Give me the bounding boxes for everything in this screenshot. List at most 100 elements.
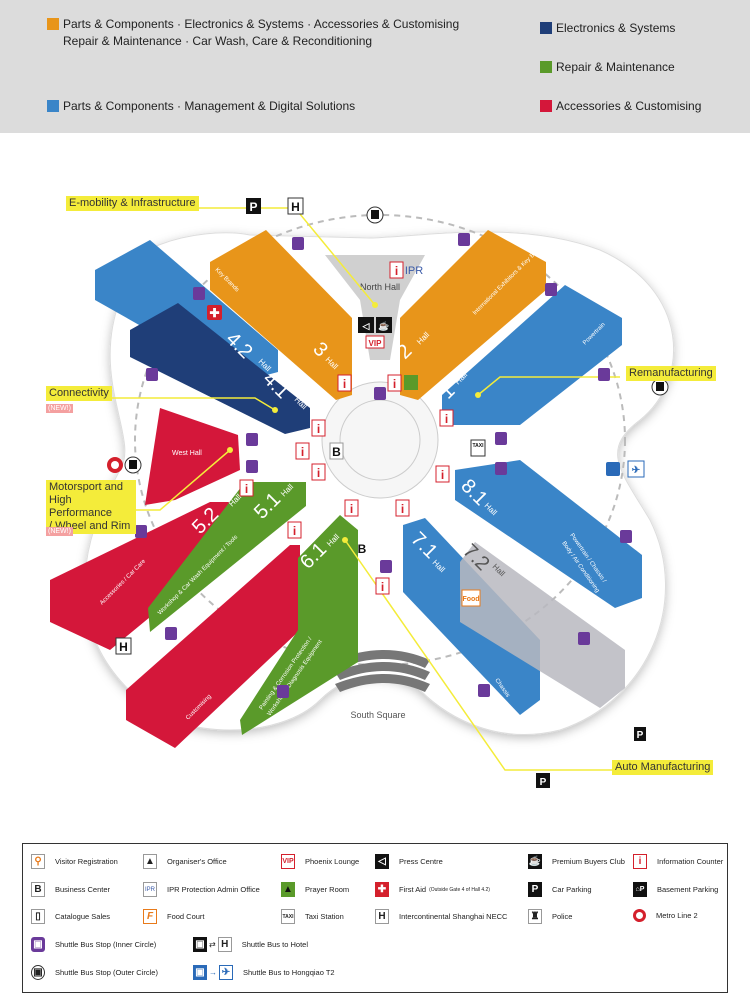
svg-text:☕: ☕ [378, 320, 389, 331]
hotel-icon: H [217, 937, 232, 952]
hall-6-2[interactable] [126, 545, 300, 748]
legend-phoenix-lounge: VIP Phoenix Lounge [281, 854, 359, 869]
legend-press-centre: ◁Press Centre [375, 854, 443, 869]
info-icon[interactable]: i [311, 463, 326, 481]
food-court-icon[interactable]: Food [461, 589, 481, 607]
west-hall[interactable] [145, 408, 240, 505]
hall-2[interactable] [400, 230, 546, 400]
hotel-icon[interactable]: H [115, 637, 132, 655]
first-aid-icon: ✚ [375, 882, 389, 897]
metro-line-2-icon[interactable] [107, 457, 123, 473]
legend-label: Intercontinental Shanghai NECC [399, 912, 508, 921]
svg-text:VIP: VIP [369, 339, 383, 348]
legend-blue: Parts & Components · Management & Digita… [63, 99, 356, 113]
info-icon[interactable]: i [387, 374, 402, 392]
airplane-icon: ✈ [219, 965, 233, 980]
south-square-label: South Square [350, 710, 405, 720]
business-center-icon[interactable]: B [358, 542, 367, 556]
legend-navy: Electronics & Systems [556, 21, 676, 35]
shuttle-bus-outer-icon[interactable] [651, 378, 669, 396]
legend-label: Police [552, 912, 573, 921]
shuttle-bus-outer-icon[interactable] [124, 456, 142, 474]
info-icon[interactable]: i [375, 577, 390, 595]
bus-icon: ▣ [193, 937, 207, 952]
parking-icon[interactable]: P [634, 727, 646, 741]
legend-label: Premium Buyers Club [552, 857, 625, 866]
outer-shuttle-route [134, 214, 626, 666]
svg-text:B: B [332, 445, 341, 459]
svg-text:Food: Food [462, 596, 479, 603]
ipr-icon[interactable]: IPR [405, 265, 423, 277]
svg-text:✚: ✚ [209, 306, 219, 320]
west-hall-label: West Hall [172, 450, 202, 457]
info-icon[interactable]: i [239, 479, 254, 497]
swatch-red [540, 100, 552, 112]
info-icon[interactable]: i [287, 521, 302, 539]
business-center-icon[interactable]: B [329, 442, 344, 460]
vip-icon: VIP [281, 854, 295, 869]
svg-text:i: i [343, 377, 346, 391]
callout-remanufacturing: Remanufacturing [626, 366, 716, 381]
hall-6-1[interactable] [240, 515, 358, 735]
callout-emobility: E-mobility & Infrastructure [66, 196, 199, 211]
svg-text:i: i [317, 422, 320, 436]
swatch-green [540, 61, 552, 73]
hall-7-2[interactable] [460, 542, 625, 708]
hotel-icon[interactable]: H [287, 197, 304, 215]
map-icons: i i i i i i i i i i i i i B B IPR VIP ◁ … [107, 197, 669, 788]
legend-premium-buyers-club: ☕Premium Buyers Club [528, 854, 625, 869]
legend-label: Shuttle Bus to Hongqiao T2 [243, 968, 335, 977]
legend-label: Car Parking [552, 885, 592, 894]
legend-red: Accessories & Customising [556, 99, 702, 113]
floor-map: North Hall South Square 4.2 Hall 4.1 Hal… [50, 197, 675, 788]
shuttle-bus-outer-icon: ▣ [31, 965, 45, 980]
legend-label: Phoenix Lounge [305, 857, 360, 866]
hall-8-1[interactable] [455, 460, 642, 608]
hall-4-1[interactable] [130, 303, 310, 434]
new-badge: (NEW!) [46, 527, 73, 536]
info-icon[interactable]: i [395, 499, 410, 517]
svg-text:P: P [249, 200, 257, 214]
info-icon[interactable]: i [435, 465, 450, 483]
shuttle-bus-outer-icon[interactable] [366, 206, 384, 224]
legend-label: Shuttle Bus to Hotel [241, 940, 308, 949]
svg-text:✈: ✈ [632, 465, 641, 476]
premium-buyers-club-icon[interactable]: ☕ [376, 317, 392, 333]
info-icon[interactable]: i [337, 374, 352, 392]
first-aid-icon[interactable]: ✚ [207, 305, 222, 320]
svg-text:i: i [245, 482, 248, 496]
swatch-orange [47, 18, 59, 30]
info-icon[interactable]: i [295, 442, 310, 460]
vip-lounge-icon[interactable]: VIP [365, 335, 385, 349]
hall-5-1[interactable] [148, 482, 306, 632]
police-icon: ♜ [528, 909, 542, 924]
taxi-icon[interactable]: TAXI [470, 439, 486, 457]
info-icon[interactable]: i [439, 409, 454, 427]
basement-parking-icon[interactable]: P [536, 773, 550, 788]
shuttle-bus-inner-icons[interactable] [135, 233, 632, 698]
legend-note: (Outside Gate 4 of Hall 4.2) [429, 886, 490, 893]
info-icon[interactable]: i [344, 499, 359, 517]
legend-car-parking: P Car Parking [528, 882, 592, 897]
shuttle-bus-airport-icon[interactable]: ✈ [606, 460, 645, 478]
icon-legend: ⚲Visitor Registration ▲Organiser's Offic… [22, 843, 728, 993]
info-icon[interactable]: i [389, 261, 404, 279]
callout-line: High Performance [49, 494, 112, 519]
info-icon[interactable]: i [311, 419, 326, 437]
legend-label: Shuttle Bus Stop (Outer Circle) [55, 968, 158, 977]
press-centre-icon[interactable]: ◁ [358, 317, 374, 333]
hall-3[interactable] [210, 230, 352, 400]
legend-prayer-room: ▲Prayer Room [281, 882, 349, 897]
parking-icon[interactable]: P [246, 198, 261, 214]
hall-1[interactable] [442, 285, 622, 425]
taxi-icon: TAXI [281, 909, 295, 924]
swatch-navy [540, 22, 552, 34]
svg-text:i: i [317, 466, 320, 480]
prayer-room-icon[interactable] [404, 375, 418, 390]
organisers-office-icon: ▲ [143, 854, 157, 869]
food-court-icon: F [143, 909, 157, 924]
car-parking-icon: P [528, 882, 542, 897]
